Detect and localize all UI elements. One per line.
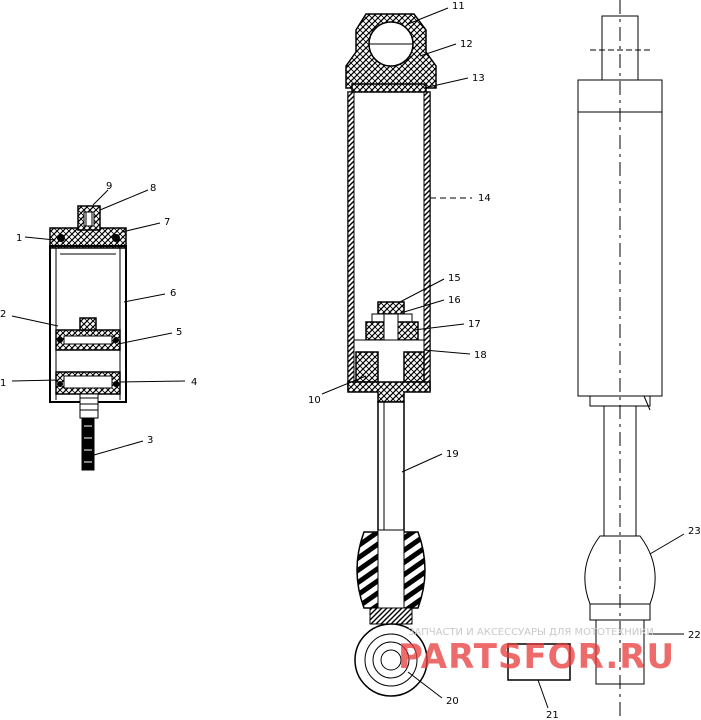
callout-22: 22 <box>688 630 701 641</box>
callout-1-bottom: 1 <box>0 378 6 389</box>
callout-8: 8 <box>150 183 156 194</box>
callout-18: 18 <box>474 350 487 361</box>
leader-lines <box>11 7 685 709</box>
callout-5: 5 <box>176 327 182 338</box>
callout-13: 13 <box>472 73 485 84</box>
callout-1-top: 1 <box>16 233 22 244</box>
callout-16: 16 <box>448 295 461 306</box>
callout-19: 19 <box>446 449 459 460</box>
callout-20: 20 <box>446 696 459 707</box>
callout-3: 3 <box>147 435 153 446</box>
callout-11: 11 <box>452 1 465 12</box>
callout-7: 7 <box>164 217 170 228</box>
callout-17: 17 <box>468 319 481 330</box>
reservoir-assembly <box>49 205 127 471</box>
callout-2: 2 <box>0 309 6 320</box>
callout-9: 9 <box>106 181 112 192</box>
callout-4: 4 <box>191 377 197 388</box>
watermark-caption: ЗАПЧАСТИ И АКСЕССУАРЫ ДЛЯ МОТОТЕХНИКИ <box>408 627 654 638</box>
callout-15: 15 <box>448 273 461 284</box>
watermark: ЗАПЧАСТИ И АКСЕССУАРЫ ДЛЯ МОТОТЕХНИКИ PA… <box>398 627 675 677</box>
callout-14: 14 <box>478 193 491 204</box>
watermark-brand: PARTSFOR.RU <box>398 637 675 677</box>
callout-6: 6 <box>170 288 176 299</box>
sectioned-shock-assembly <box>345 13 571 697</box>
callout-23: 23 <box>688 526 701 537</box>
callout-12: 12 <box>460 39 473 50</box>
shock-outer-view <box>577 0 663 720</box>
callout-21: 21 <box>546 710 559 720</box>
callout-10: 10 <box>308 395 321 406</box>
